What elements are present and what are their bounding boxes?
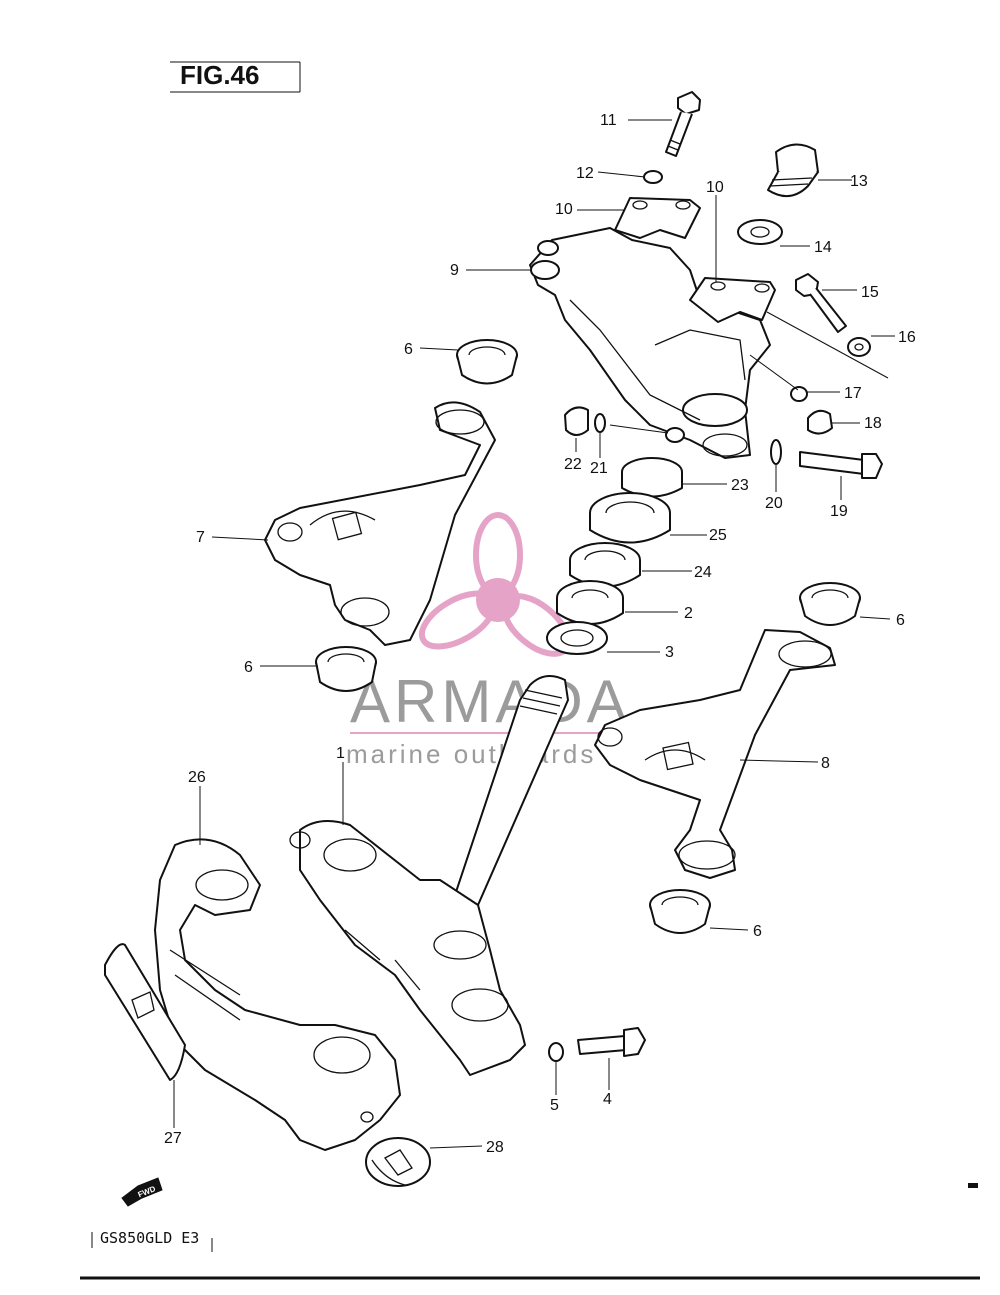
part-12-washer — [643, 170, 663, 184]
callout-19: 19 — [830, 503, 848, 520]
callout-10b: 10 — [706, 179, 724, 196]
callout-6c: 6 — [896, 612, 905, 629]
leader-lines — [173, 119, 895, 1149]
part-18-cap-nut — [807, 409, 833, 435]
part-4-bolt — [577, 1027, 646, 1057]
callout-16: 16 — [898, 329, 916, 346]
watermark-brand: ARMADA — [350, 668, 631, 735]
part-27-emblem — [104, 943, 186, 1081]
watermark-tagline: marine outboards — [346, 739, 596, 769]
part-8-right-bracket — [594, 629, 836, 879]
callout-8: 8 — [821, 755, 830, 772]
callout-1: 1 — [336, 745, 345, 762]
callout-24: 24 — [694, 564, 712, 581]
callout-11: 11 — [600, 112, 617, 129]
callout-21: 21 — [590, 460, 608, 477]
callout-18: 18 — [864, 415, 882, 432]
callout-10a: 10 — [555, 201, 573, 218]
callout-6d: 6 — [753, 923, 762, 940]
part-15-bolt — [795, 273, 847, 333]
callout-25: 25 — [709, 527, 727, 544]
part-5-washer — [548, 1042, 564, 1062]
corner-mark — [968, 1183, 978, 1188]
callout-22: 22 — [564, 456, 582, 473]
part-9-upper-bracket — [529, 227, 771, 459]
callout-labels: 11 12 13 10 10 14 9 15 16 6 17 18 22 21 … — [164, 112, 916, 1156]
callout-14: 14 — [814, 239, 832, 256]
part-14-washer — [737, 219, 783, 245]
part-6-grommet-a — [456, 339, 518, 385]
part-3-washer — [546, 621, 608, 655]
callout-20: 20 — [765, 495, 783, 512]
figure-title: FIG.46 — [180, 60, 259, 90]
callout-3: 3 — [665, 644, 674, 661]
model-code: GS850GLD E3 — [100, 1229, 199, 1247]
figure-title-box: FIG.46 — [170, 60, 301, 93]
part-23-steering-nut — [621, 457, 683, 498]
part-6-grommet-b — [315, 646, 377, 692]
part-6-grommet-d — [649, 889, 711, 934]
callout-23: 23 — [731, 477, 749, 494]
callout-17: 17 — [844, 385, 862, 402]
part-10-clamp-left — [614, 197, 701, 239]
callout-28: 28 — [486, 1139, 504, 1156]
callout-5: 5 — [550, 1097, 559, 1114]
part-22-cap-nut — [564, 406, 589, 436]
callout-13: 13 — [850, 173, 868, 190]
callout-27: 27 — [164, 1130, 182, 1147]
part-26-stem-cover — [154, 838, 401, 1151]
part-17-washer — [790, 386, 808, 402]
part-20-washer — [770, 439, 782, 465]
callout-6a: 6 — [404, 341, 413, 358]
fwd-arrow-icon: FWD — [121, 1177, 163, 1207]
callout-7: 7 — [196, 529, 205, 546]
part-19-bolt — [799, 451, 883, 479]
part-16-nut — [847, 337, 871, 357]
part-7-left-bracket — [264, 401, 496, 646]
callout-12: 12 — [576, 165, 594, 182]
callout-6b: 6 — [244, 659, 253, 676]
part-28-cap — [365, 1137, 431, 1187]
callout-26: 26 — [188, 769, 206, 786]
callout-15: 15 — [861, 284, 879, 301]
part-2-bearing-race — [556, 580, 624, 625]
part-24-bearing — [569, 542, 641, 588]
callout-2: 2 — [684, 605, 693, 622]
part-6-grommet-c — [799, 582, 861, 626]
part-1-steering-stem — [289, 675, 569, 1076]
part-25-dust-seal — [589, 492, 671, 544]
callout-4: 4 — [603, 1091, 612, 1108]
part-11-bolt — [665, 91, 701, 157]
callout-9: 9 — [450, 262, 459, 279]
part-21-washer — [594, 413, 606, 433]
part-13-bolt — [767, 143, 819, 197]
